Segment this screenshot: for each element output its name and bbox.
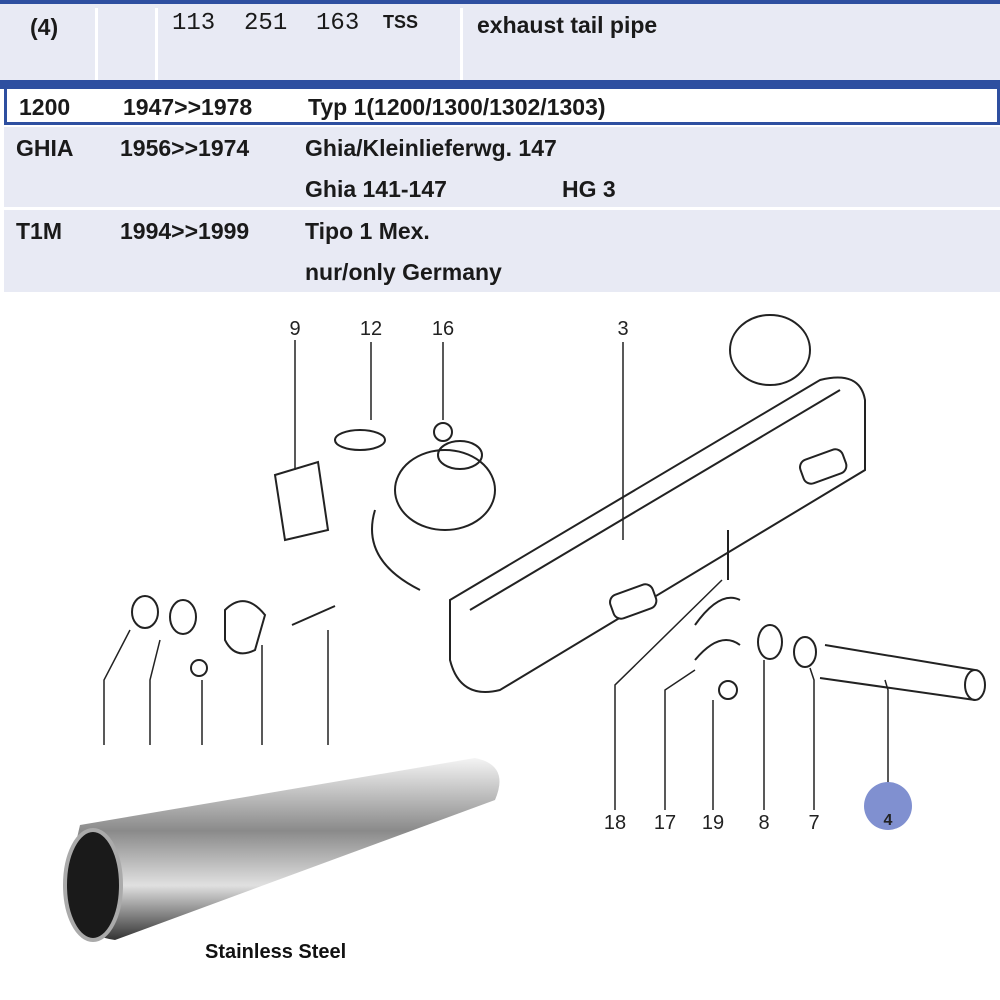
column-divider [155,8,158,84]
callout-7[interactable]: 7 [808,812,820,834]
part-description: exhaust tail pipe [477,12,658,38]
callout-4[interactable]: 4 [883,812,893,829]
model-years: 1994>>1999 [120,218,250,244]
header-divider [0,80,1000,89]
callout-9[interactable]: 9 [289,318,301,340]
callout-18[interactable]: 18 [603,812,627,834]
nut-16 [433,422,453,442]
photo-caption: Stainless Steel [205,941,347,963]
part-number: 113 251 163 [172,10,360,37]
callout-17[interactable]: 17 [653,812,677,834]
muffler-drawing [371,314,866,693]
model-code: T1M [16,218,62,244]
model-desc: Tipo 1 Mex. [305,218,430,244]
model-years: 1947>>1978 [123,94,253,120]
callout-8[interactable]: 8 [758,812,770,834]
callout-12[interactable]: 12 [359,318,383,340]
model-desc: nur/only Germany [305,259,502,285]
tail-pipe-4 [819,644,976,701]
model-desc: Typ 1(1200/1300/1302/1303) [308,94,606,120]
part-suffix: TSS [383,12,419,32]
part-header-row: (4) 113 251 163 TSS exhaust tail pipe [0,0,1000,84]
gasket-12 [334,429,386,451]
model-row-t1m[interactable]: T1M 1994>>1999 Tipo 1 Mex. nur/only Germ… [4,210,1000,292]
gasket-9 [273,460,330,542]
model-row-ghia[interactable]: GHIA 1956>>1974 Ghia/Kleinlieferwg. 147 … [4,127,1000,207]
column-divider [95,8,98,84]
model-desc: Ghia 141-147 [305,176,447,202]
callout-16[interactable]: 16 [431,318,455,340]
position-number: (4) [30,14,59,40]
callout-19[interactable]: 19 [701,812,725,834]
model-code: 1200 [19,94,71,120]
model-desc: Ghia/Kleinlieferwg. 147 [305,135,557,161]
tailpipe-photo [63,758,500,942]
model-row-1200[interactable]: 1200 1947>>1978 Typ 1(1200/1300/1302/130… [4,89,1000,125]
model-group: HG 3 [562,176,616,202]
highlight-marker [864,782,912,830]
column-divider [460,8,463,84]
callout-3[interactable]: 3 [617,318,629,340]
model-code: GHIA [16,135,74,161]
model-years: 1956>>1974 [120,135,250,161]
seal [131,595,159,629]
